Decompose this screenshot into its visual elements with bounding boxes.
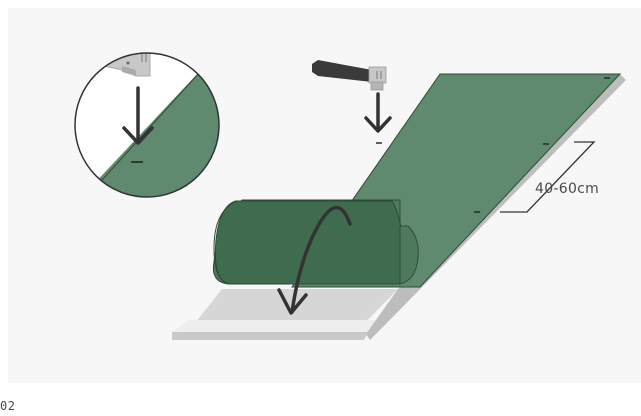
magnified-arrow-head [122, 126, 154, 145]
dimension-label: 40-60cm [535, 181, 600, 197]
dimension-bracket [500, 141, 596, 213]
roll-curl-right [399, 225, 419, 285]
membrane-roll [212, 199, 419, 315]
step-number: 02 [0, 399, 16, 413]
stapler-nose [370, 81, 384, 91]
board-front-strip [172, 320, 380, 332]
board-bottom-edge [172, 332, 368, 340]
magnified-stapler-shade [122, 66, 136, 76]
roll-arrow-icon [290, 205, 352, 314]
dimension-line [500, 141, 596, 213]
roll-curl-left [213, 200, 237, 285]
stapler-icon [312, 60, 387, 91]
magnifier-circle [74, 52, 220, 198]
stapler-rivet [126, 61, 130, 65]
roll-arrow-head [277, 288, 308, 315]
down-arrow-icon [364, 92, 392, 133]
stapler-handle [312, 60, 372, 82]
